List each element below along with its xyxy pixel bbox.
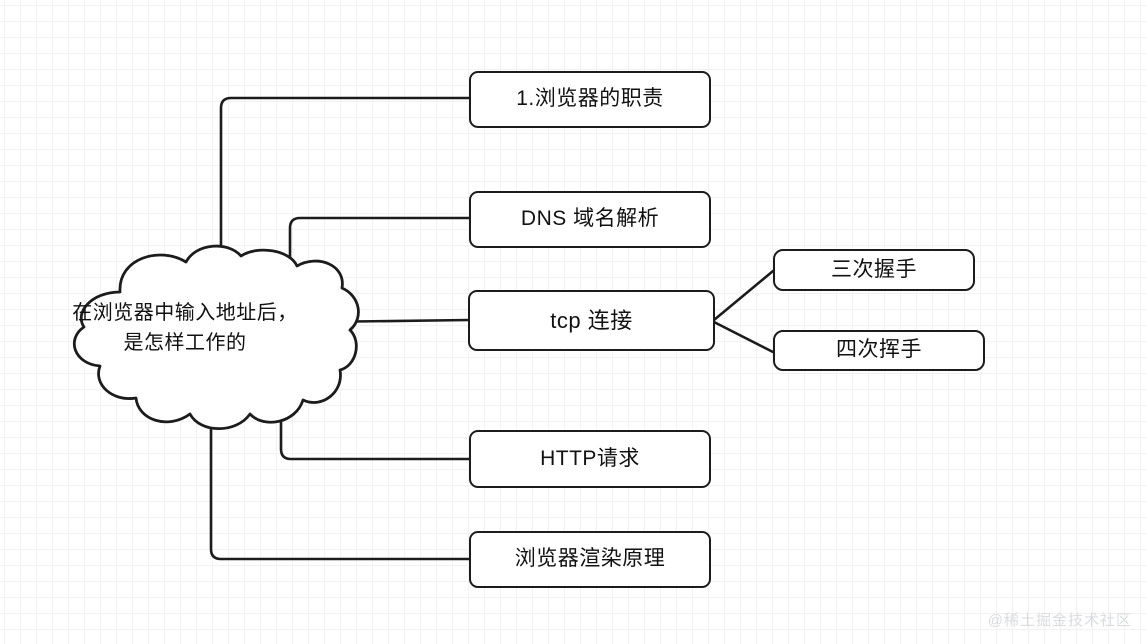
node-tcp-label: tcp 连接 bbox=[550, 307, 633, 333]
connector-root-to-browser-duty bbox=[219, 96, 472, 302]
node-render-label: 浏览器渲染原理 bbox=[514, 547, 666, 571]
node-http-label: HTTP请求 bbox=[540, 446, 640, 470]
root-node-label: 在浏览器中输入地址后， 是怎样工作的 bbox=[40, 298, 330, 358]
node-three-way-handshake[interactable]: 三次握手 bbox=[773, 249, 975, 291]
node-tcp[interactable]: tcp 连接 bbox=[468, 290, 715, 351]
node-render[interactable]: 浏览器渲染原理 bbox=[469, 531, 711, 588]
node-http[interactable]: HTTP请求 bbox=[469, 430, 711, 488]
connector-root-to-http bbox=[279, 398, 472, 461]
node-browser-duty[interactable]: 1.浏览器的职责 bbox=[469, 71, 711, 128]
root-label-line-1: 在浏览器中输入地址后， bbox=[72, 302, 298, 324]
watermark: @稀土掘金技术社区 bbox=[987, 612, 1132, 629]
connector-root-to-dns bbox=[288, 216, 472, 302]
node-dns-label: DNS 域名解析 bbox=[520, 207, 660, 231]
node-three-way-handshake-label: 三次握手 bbox=[831, 257, 917, 281]
connector-root-to-render bbox=[209, 402, 472, 561]
node-dns[interactable]: DNS 域名解析 bbox=[469, 191, 711, 248]
root-label-line-2: 是怎样工作的 bbox=[123, 332, 247, 354]
node-four-way-wave[interactable]: 四次挥手 bbox=[773, 330, 985, 371]
node-browser-duty-label: 1.浏览器的职责 bbox=[516, 87, 664, 111]
connector-tcp-to-handshake bbox=[712, 269, 775, 322]
cloud-shape bbox=[72, 244, 360, 431]
connector-tcp-to-wave bbox=[712, 320, 775, 354]
node-four-way-wave-label: 四次挥手 bbox=[836, 338, 922, 362]
